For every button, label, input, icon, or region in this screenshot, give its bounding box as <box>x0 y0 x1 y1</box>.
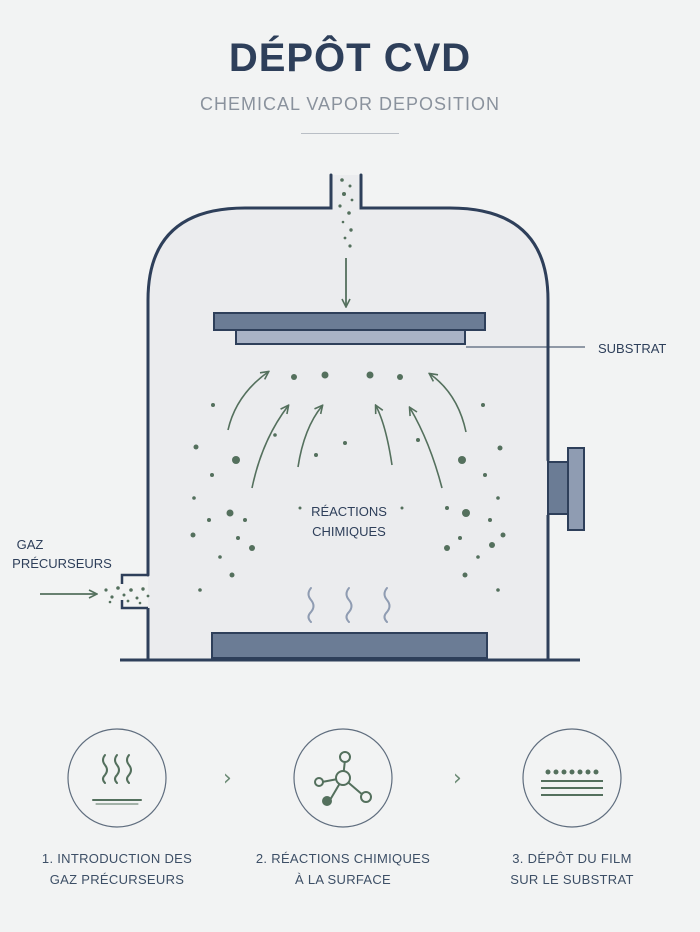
step2-label: 2. RÉACTIONS CHIMIQUES À LA SURFACE <box>243 848 443 890</box>
step2-label-line2: À LA SURFACE <box>294 872 392 887</box>
inlet-gas-particles <box>104 586 150 605</box>
substrate-label: SUBSTRAT <box>598 341 666 356</box>
step1-circle <box>67 728 167 828</box>
inlet-label-line2: PRÉCURSEURS <box>12 556 112 571</box>
step1-label-line1: 1. INTRODUCTION DES <box>41 851 193 866</box>
step3-label-line2: SUR LE SUBSTRAT <box>510 872 634 887</box>
step-chevron-1: › <box>223 766 232 791</box>
page-title: DÉPÔT CVD <box>228 36 472 80</box>
step-chevron-2: › <box>453 766 462 791</box>
step3-circle <box>522 728 622 828</box>
step3-label-line1: 3. DÉPÔT DU FILM <box>512 851 632 866</box>
page-subtitle: CHEMICAL VAPOR DEPOSITION <box>199 94 501 114</box>
reactions-label-line1: RÉACTIONS <box>311 504 387 519</box>
substrate <box>235 329 466 345</box>
inlet-label-line1: GAZ <box>17 537 44 552</box>
heater-plate <box>211 632 488 659</box>
chamber-wall <box>146 173 550 577</box>
step1-label: 1. INTRODUCTION DES GAZ PRÉCURSEURS <box>17 848 217 890</box>
heat-waves-icon <box>92 754 142 805</box>
chamber-interior <box>148 175 548 660</box>
reactions-label-line2: CHIMIQUES <box>312 524 386 539</box>
molecule-icon <box>314 751 372 806</box>
heat-waves <box>307 587 391 623</box>
film-layers-icon <box>541 769 603 796</box>
title-divider <box>301 133 399 134</box>
top-gas-particles <box>338 178 354 248</box>
step2-circle <box>293 728 393 828</box>
inlet-port <box>120 573 148 610</box>
step3-label: 3. DÉPÔT DU FILM SUR LE SUBSTRAT <box>472 848 672 890</box>
step1-label-line2: GAZ PRÉCURSEURS <box>49 872 185 887</box>
reaction-particles <box>190 371 506 592</box>
side-port-flange <box>567 447 585 531</box>
substrate-holder <box>213 312 486 331</box>
side-port <box>547 461 571 515</box>
step2-label-line1: 2. RÉACTIONS CHIMIQUES <box>255 851 431 866</box>
flow-arrows <box>227 372 467 489</box>
